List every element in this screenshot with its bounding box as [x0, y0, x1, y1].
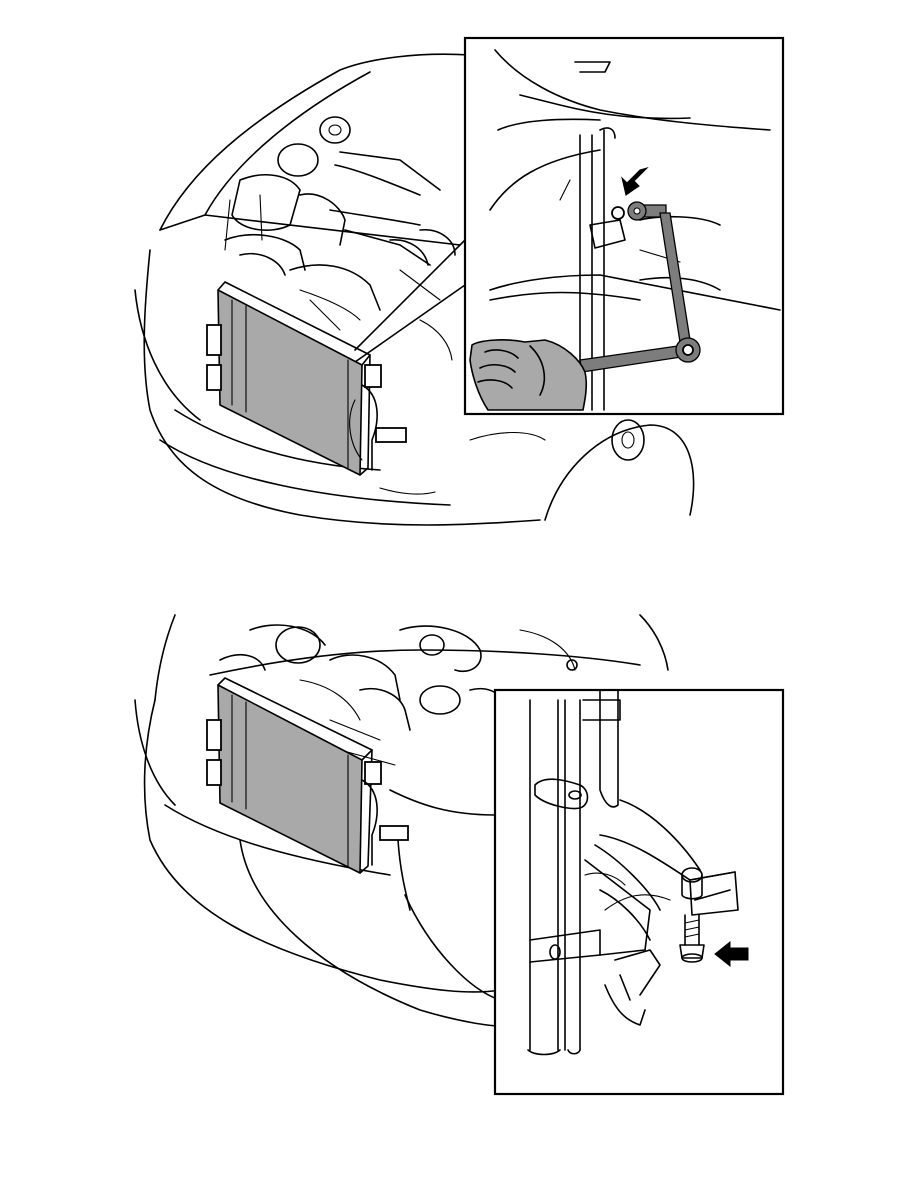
condenser: [206, 281, 407, 476]
condenser-bracket-right: [364, 761, 382, 785]
condenser-bracket-right: [364, 364, 382, 388]
callout-detail-bottom: [493, 688, 785, 1096]
engine-bay: [224, 116, 456, 361]
condenser-bracket-left-lower: [206, 759, 222, 786]
callout-frame-bottom: [493, 688, 785, 1096]
level-sensor-link-nut: [611, 206, 625, 220]
callout-detail-top: [463, 36, 785, 416]
callout-leader-upper: [354, 239, 466, 351]
condenser-bracket-left-lower: [206, 364, 222, 391]
condenser-bracket-right-lower: [379, 825, 409, 841]
hand-with-wrench: [469, 339, 588, 411]
callout-leader-lower: [354, 284, 466, 363]
top-illustration-svg: [134, 36, 785, 526]
bottom-illustration-svg: [134, 614, 785, 1096]
bottom-illustration: [0, 590, 918, 1110]
vehicle-front-outline: [134, 53, 695, 526]
indicator-arrow-bottom: [714, 940, 749, 968]
condenser-bottom: [206, 677, 411, 911]
indicator-arrow-top: [621, 166, 649, 196]
top-illustration: [0, 0, 918, 560]
engine-bay-bottom: [219, 624, 578, 766]
condenser-bracket-left: [206, 324, 222, 356]
condenser-bracket-left: [206, 719, 222, 751]
condenser-bracket-right-lower: [375, 427, 407, 443]
level-sensor-assembly: [679, 867, 705, 963]
